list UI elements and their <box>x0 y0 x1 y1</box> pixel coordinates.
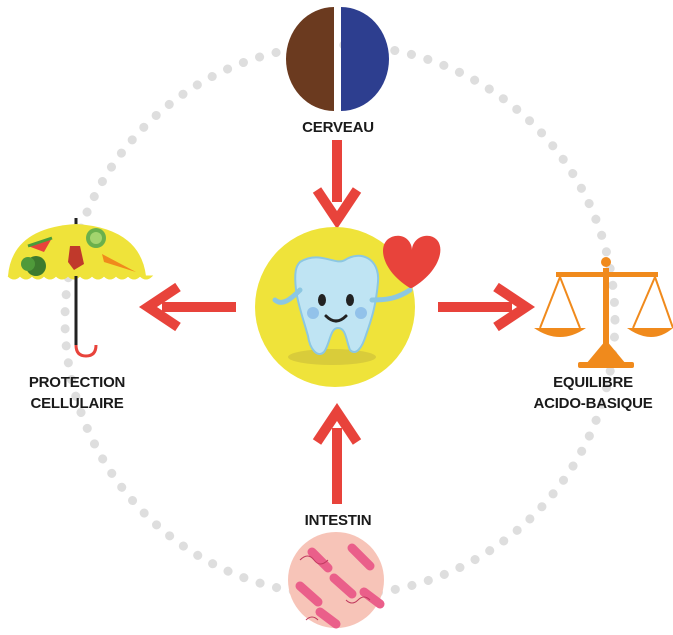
label-intestin: INTESTIN <box>286 510 390 531</box>
arrow-left-to-protection <box>138 282 236 332</box>
happy-tooth-with-heart-icon <box>255 227 441 387</box>
balance-scale-icon <box>534 257 673 368</box>
label-equilibre-line2: ACIDO-BASIQUE <box>533 395 653 412</box>
bacteria-icon <box>288 532 385 629</box>
label-protection-cellulaire: PROTECTION CELLULAIRE <box>2 372 152 414</box>
arrow-up-from-intestine <box>312 402 362 504</box>
label-equilibre-acido-basique: EQUILIBRE ACIDO-BASIQUE <box>518 372 668 414</box>
fruit-umbrella-icon <box>7 218 154 358</box>
label-protection-line1: PROTECTION <box>28 374 126 391</box>
arrow-right-to-balance <box>438 282 536 332</box>
label-protection-line2: CELLULAIRE <box>30 395 124 412</box>
arrow-down-from-brain <box>312 140 362 230</box>
label-cerveau: CERVEAU <box>286 117 390 138</box>
label-cerveau-text: CERVEAU <box>302 119 374 136</box>
brain-icon <box>286 7 389 111</box>
label-intestin-text: INTESTIN <box>304 512 372 529</box>
label-equilibre-line1: EQUILIBRE <box>553 374 633 391</box>
